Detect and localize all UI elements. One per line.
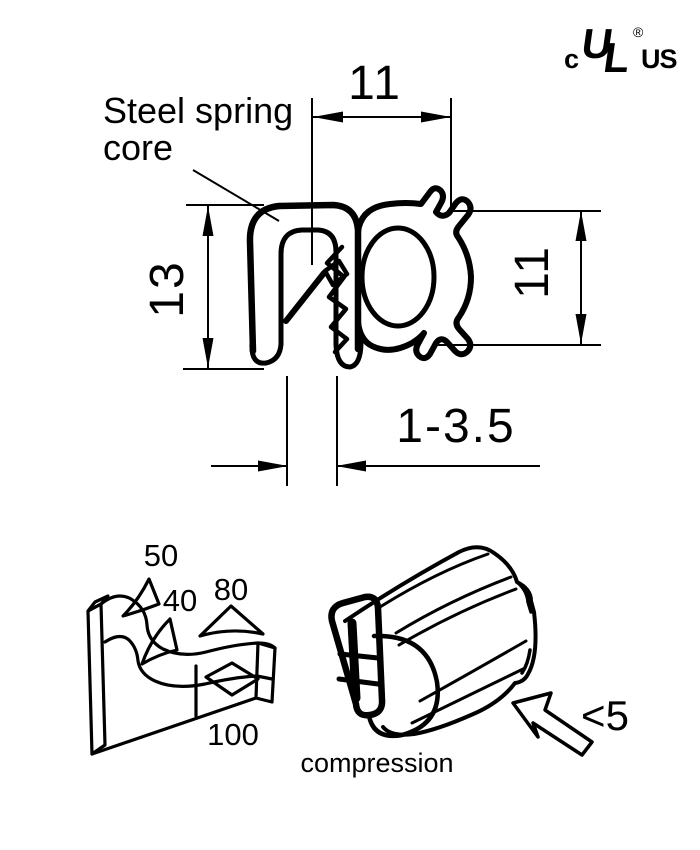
bulb-inner-wall	[359, 225, 437, 329]
arrowhead	[202, 206, 214, 236]
radius-label-40: 40	[162, 582, 198, 618]
extrusion-line	[418, 639, 528, 703]
gripper-tip-loop	[322, 258, 350, 288]
dim-label-clamp-height: 13	[141, 260, 195, 318]
arrowhead	[421, 111, 451, 123]
radius-label-80: 80	[213, 571, 249, 607]
end-rim-top	[515, 580, 533, 614]
flange-end-cap	[254, 641, 277, 704]
arrowhead	[313, 111, 343, 123]
steel-core-leader-line	[192, 169, 280, 222]
clamp-left-leg-tip	[249, 341, 284, 366]
radius-100-diamond	[204, 661, 260, 697]
gripper-tongue	[283, 270, 327, 324]
gripper-teeth	[324, 244, 350, 355]
extrusion-line	[410, 667, 525, 725]
bend-radius-figure	[86, 577, 277, 756]
arrowhead	[202, 338, 214, 368]
arrowhead	[575, 314, 587, 344]
compression-caption: compression	[300, 747, 454, 778]
radius-label-100: 100	[207, 716, 259, 752]
radius-80-triangle	[198, 604, 265, 638]
compression-value-label: <5	[581, 692, 629, 740]
clamp-outer-wall	[246, 201, 362, 355]
front-clamp-core-bar	[347, 618, 361, 703]
extruded-profile-figure	[328, 545, 538, 739]
clamp-right-leg-tip	[333, 339, 364, 370]
compression-arrow	[511, 691, 594, 757]
cul-us-certification-mark: c U L ® US	[0, 0, 700, 90]
front-clamp-outline	[328, 593, 386, 719]
flange-slab-front	[86, 602, 107, 756]
extrusion-line	[394, 575, 513, 635]
clamp-inner-wall	[278, 227, 339, 347]
front-clamp-tooth	[336, 676, 381, 687]
dim-right-extension-lines	[436, 210, 601, 346]
certification-c-label: c	[564, 44, 580, 74]
arrowhead	[336, 460, 366, 472]
certification-us-label: US	[641, 44, 678, 74]
flange-s-back-edge	[103, 634, 274, 688]
radius-40-wedge	[140, 617, 179, 666]
dim-grip-extension-lines	[286, 376, 338, 486]
arrowhead	[258, 460, 288, 472]
steel-spring-core-callout: Steel spring core	[103, 90, 294, 169]
flange-slab-top	[86, 594, 110, 613]
dimension-arrowheads	[202, 111, 587, 472]
extrusion-line	[397, 587, 518, 647]
arrowhead	[575, 211, 587, 241]
bulb-outer-wall	[355, 185, 474, 362]
profile-cross-section	[246, 185, 474, 370]
dim-label-bulb-height: 11	[506, 245, 560, 299]
registered-trademark-icon: ®	[633, 24, 644, 40]
dim-label-grip-range: 1-3.5	[396, 400, 516, 454]
flange-bottom-edge	[90, 696, 258, 756]
radius-label-50: 50	[143, 537, 179, 573]
extrusion-line	[378, 552, 490, 609]
extrusion-silhouette	[343, 545, 538, 737]
front-bulb-rim	[366, 633, 441, 739]
dim-label-bulb-width: 11	[348, 57, 402, 111]
ul-monogram-l: L	[600, 34, 634, 81]
radius-50-wedge	[121, 577, 161, 618]
front-clamp-tooth	[337, 651, 381, 661]
end-rim-bottom	[520, 648, 532, 675]
